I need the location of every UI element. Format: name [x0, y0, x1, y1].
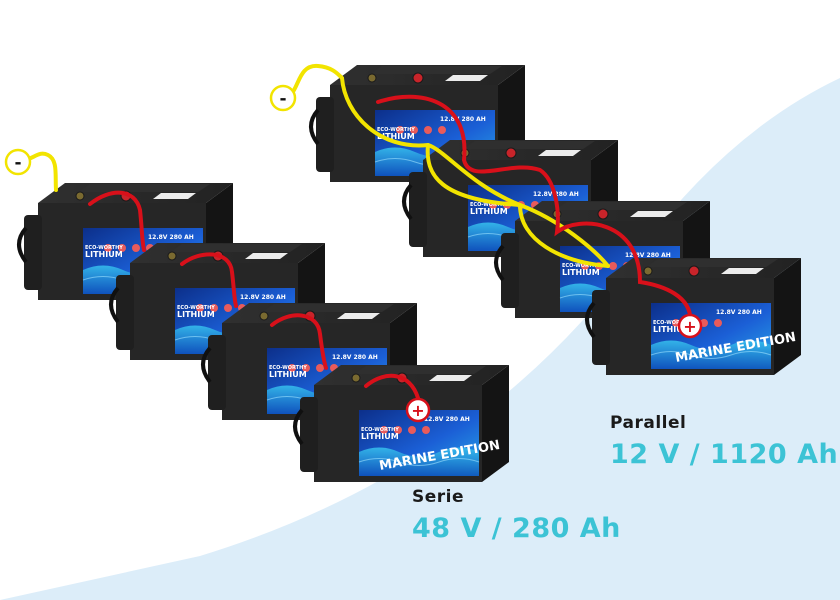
parallel-negative-terminal: -: [269, 84, 297, 112]
battery-rating: 12.8V 280 AH: [716, 309, 762, 316]
serie-link-1: [88, 190, 146, 252]
serie-bank: ECO-WORTHY LITHIUM 12.8V 280 AH ECO-WORT…: [4, 148, 511, 484]
battery-product: LITHIUM: [177, 310, 215, 319]
battery-brand: ECO-WORTHY: [361, 427, 399, 433]
battery-rating: 12.8V 280 AH: [625, 252, 671, 259]
serie-title: Serie: [412, 487, 465, 507]
plus-icon: +: [411, 401, 424, 420]
serie-caption: Serie 48 V / 280 Ah: [412, 487, 621, 544]
battery-product: LITHIUM: [361, 432, 399, 441]
serie-battery-3: ECO-WORTHY LITHIUM 12.8V 280 AH: [201, 301, 419, 422]
parallel-positive-terminal: +: [677, 313, 703, 339]
serie-link-3: [270, 313, 328, 370]
minus-icon: -: [14, 153, 21, 173]
battery-rating: 12.8V 280 AH: [440, 116, 486, 123]
backdrop-shape: [0, 78, 840, 600]
parallel-caption: Parallel 12 V / 1120 Ah: [610, 413, 838, 470]
serie-negative-terminal: -: [4, 148, 32, 176]
battery-product: LITHIUM: [470, 207, 508, 216]
battery-rating: 12.8V 280 AH: [240, 294, 286, 301]
battery-rating: 12.8V 280 AH: [332, 354, 378, 361]
battery-brand: ECO-WORTHY: [562, 263, 600, 269]
plus-icon: +: [683, 317, 696, 336]
parallel-battery-3: ECO-WORTHY LITHIUM 12.8V 280 AH: [494, 199, 712, 320]
serie-positive-terminal: +: [405, 397, 431, 423]
serie-battery-2: ECO-WORTHY LITHIUM 12.8V 280 AH: [109, 241, 327, 362]
serie-battery-4: ECO-WORTHY LITHIUM 12.8V 280 AH MARINE E…: [293, 363, 511, 484]
battery-brand: ECO-WORTHY: [653, 320, 691, 326]
battery-brand: ECO-WORTHY: [269, 365, 307, 371]
parallel-bank: ECO-WORTHY LITHIUM 12.8V 280 AH ECO-WORT…: [269, 63, 803, 377]
battery-product: LITHIUM: [377, 132, 415, 141]
battery-product: LITHIUM: [269, 370, 307, 379]
battery-rating: 12.8V 280 AH: [148, 234, 194, 241]
battery-brand: ECO-WORTHY: [177, 305, 215, 311]
parallel-title: Parallel: [610, 413, 687, 433]
battery-product: LITHIUM: [653, 325, 691, 334]
parallel-positive-cable: [376, 94, 693, 328]
serie-spec: 48 V / 280 Ah: [412, 513, 621, 544]
parallel-negative-cable: [281, 64, 610, 268]
parallel-battery-1: ECO-WORTHY LITHIUM 12.8V 280 AH: [309, 63, 527, 184]
battery-rating: 12.8V 280 AH: [424, 416, 470, 423]
battery-brand: ECO-WORTHY: [377, 127, 415, 133]
battery-product: LITHIUM: [562, 268, 600, 277]
battery-brand: ECO-WORTHY: [85, 245, 123, 251]
parallel-spec: 12 V / 1120 Ah: [610, 439, 839, 470]
battery-brand: ECO-WORTHY: [470, 202, 508, 208]
serie-battery-1: ECO-WORTHY LITHIUM 12.8V 280 AH: [17, 181, 235, 302]
battery-product: LITHIUM: [85, 250, 123, 259]
serie-link-2: [180, 252, 238, 308]
minus-icon: -: [279, 89, 286, 109]
